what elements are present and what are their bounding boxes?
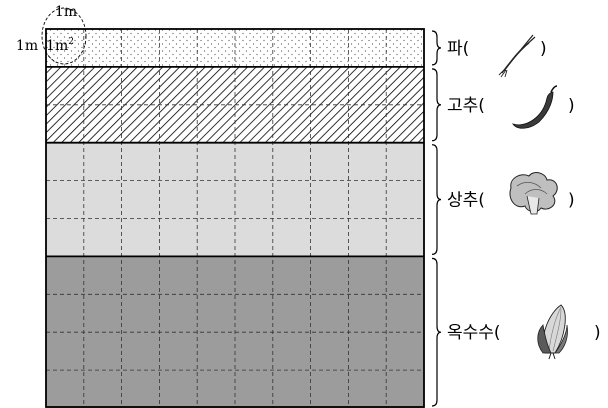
brace-pa	[431, 30, 442, 66]
unit-area-value: 1m	[46, 38, 68, 54]
chili-pepper-icon	[512, 85, 558, 129]
label-gochu: 고추(	[447, 96, 485, 116]
crop-name-oksusu: 옥수수	[447, 323, 494, 343]
paren-open-oksusu: (	[494, 323, 501, 343]
lettuce-icon	[509, 172, 558, 215]
unit-area-exponent: 2	[68, 37, 74, 47]
unit-left-label: 1m	[16, 38, 38, 54]
crop-name-sangchu: 상추	[447, 191, 478, 211]
unit-area-label: 1m2	[46, 37, 74, 54]
paren-close-pa: )	[540, 39, 547, 59]
label-sangchu: 상추(	[447, 191, 485, 211]
paren-open-sangchu: (	[478, 191, 485, 211]
paren-open-gochu: (	[478, 96, 485, 116]
brace-gochu	[431, 68, 442, 142]
crop-labels: 파()고추()상추()옥수수()	[431, 30, 601, 407]
field-border	[45, 28, 425, 408]
brace-sangchu	[431, 144, 442, 255]
section-pa	[46, 29, 424, 67]
unit-top-label: 1m	[55, 4, 77, 20]
label-pa: 파(	[447, 39, 469, 59]
paren-close-oksusu: )	[594, 323, 601, 343]
crop-name-pa: 파	[447, 39, 463, 59]
unit-cell-annotation: 1m 1m 1m2	[16, 4, 87, 65]
corn-icon	[537, 304, 568, 360]
meter-grid	[46, 29, 424, 408]
paren-close-gochu: )	[568, 96, 575, 116]
paren-open-pa: (	[463, 39, 470, 59]
unit-cell-highlight	[41, 7, 87, 65]
paren-close-sangchu: )	[568, 191, 575, 211]
brace-oksusu	[431, 257, 442, 407]
green-onion-icon	[498, 34, 536, 78]
field-outline	[45, 28, 425, 408]
crop-name-gochu: 고추	[447, 96, 478, 116]
label-oksusu: 옥수수(	[447, 323, 501, 343]
